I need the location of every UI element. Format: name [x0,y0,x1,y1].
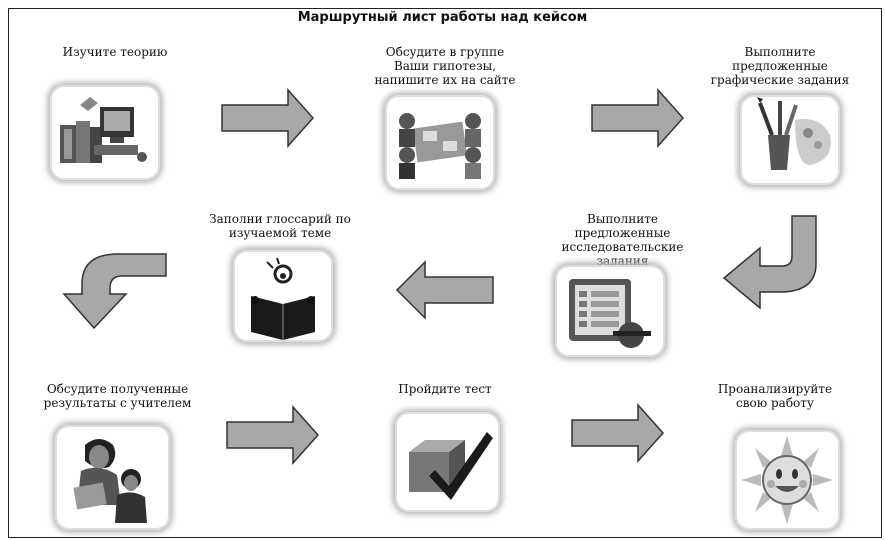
arrow-right-1 [220,88,315,148]
diagram-title: Маршрутный лист работы над кейсом [297,10,588,25]
group-discussion-icon [399,113,481,179]
checkmark-cube-icon [409,432,493,500]
step-2-label: Обсудите в группе Ваши гипотезы, напишит… [374,45,516,87]
art-supplies-icon [757,97,831,170]
reader-book-icon [251,257,315,340]
step-4-card [555,265,665,357]
step-6-card [55,425,170,530]
step-5-label: Заполни глоссарий по изучаемой теме [209,212,351,240]
arrow-curve-down-left-1 [720,212,830,312]
step-3-label: Выполните предложенные графические задан… [710,45,850,87]
books-computer-icon [60,97,147,163]
diagram-frame [8,8,882,538]
step-8-card [735,430,840,530]
smiling-sun-icon [741,436,833,524]
step-2-card [385,95,495,190]
clipboard-research-icon [569,279,651,348]
teacher-student-icon [73,439,147,523]
step-1-card [50,85,160,180]
arrow-right-3 [225,405,320,465]
step-3-card [740,95,840,185]
step-8-label: Проанализируйте свою работу [717,382,833,410]
step-5-card [233,250,333,342]
step-7-label: Пройдите тест [398,382,492,396]
step-6-label: Обсудите полученные результаты с учителе… [43,382,192,410]
step-1-label: Изучите теорию [62,45,168,59]
arrow-right-2 [590,88,685,148]
arrow-curve-down-left-2 [62,250,172,330]
arrow-left [395,260,495,320]
step-4-label: Выполните предложенные исследовательские… [561,212,684,268]
arrow-right-4 [570,403,665,463]
step-7-card [395,412,500,512]
